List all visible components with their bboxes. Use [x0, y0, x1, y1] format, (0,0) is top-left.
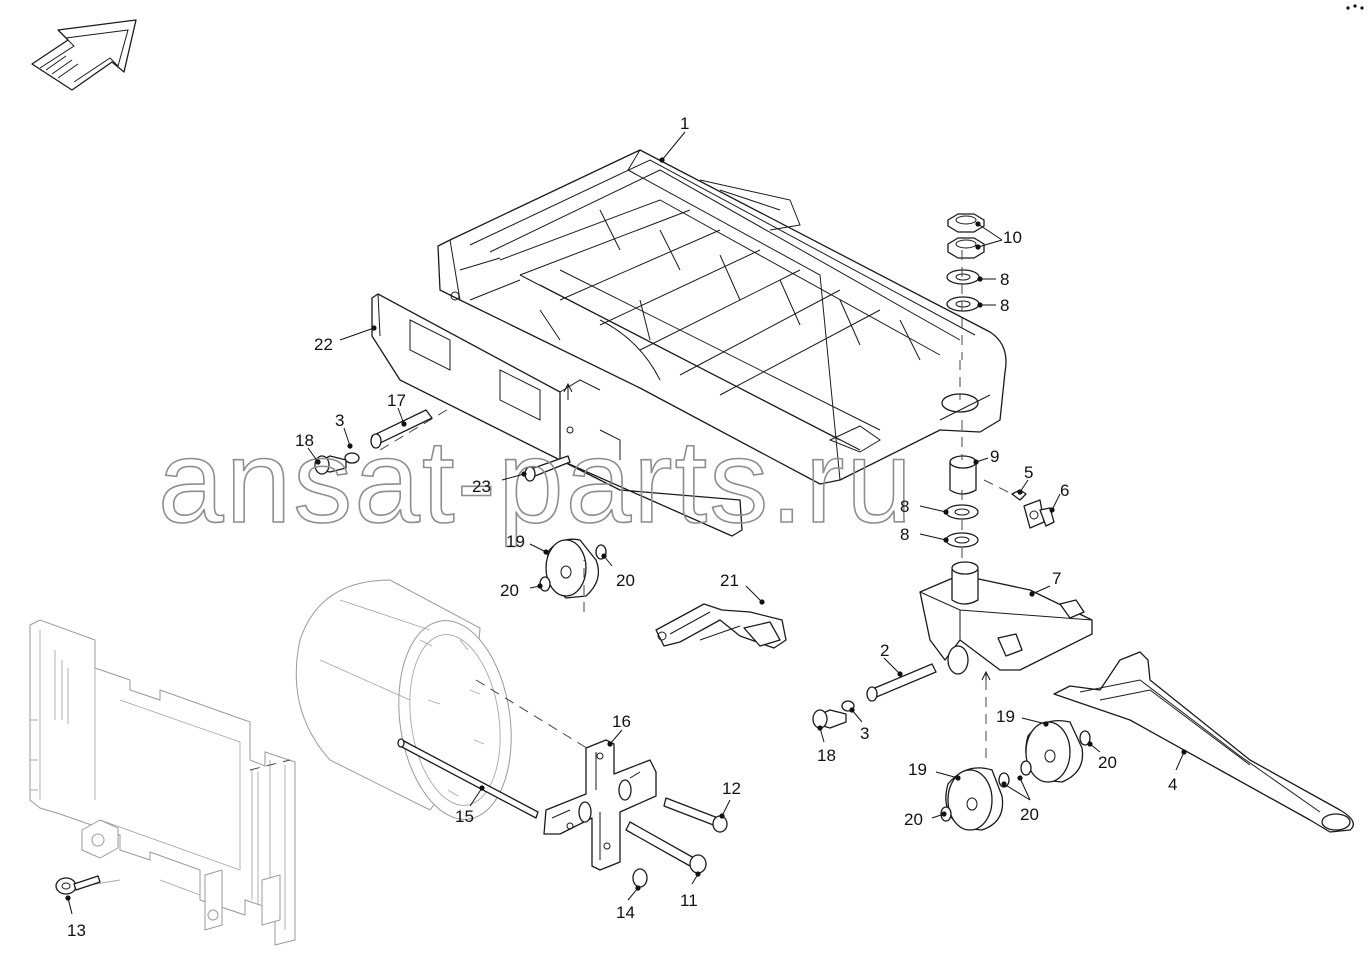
callout-19: 19: [908, 760, 927, 779]
callout-21: 21: [720, 571, 739, 590]
callout-11: 11: [680, 891, 698, 910]
callout-8: 8: [1000, 296, 1009, 315]
callout-17: 17: [387, 391, 406, 410]
callout-6: 6: [1060, 481, 1069, 500]
part-21-clamp: [655, 603, 787, 649]
callout-20: 20: [904, 810, 923, 829]
part-15-rod: [397, 738, 539, 819]
callout-18: 18: [295, 431, 314, 450]
callout-labels: 1 10 8 8 22 17 3 18 9 5 6 23 8 8 19 20 2…: [67, 114, 1177, 940]
callout-8: 8: [900, 497, 909, 516]
roller-19-center: [539, 538, 607, 599]
callout-8: 8: [900, 525, 909, 544]
eye-bolt-13: [55, 875, 101, 895]
pin-17-bolt-18-left: [314, 409, 433, 475]
rear-frame-ghost: [29, 619, 296, 946]
bolt-12: [663, 797, 728, 833]
part-1-main-frame: [379, 149, 1007, 485]
callout-7: 7: [1052, 569, 1061, 588]
pin-2-bolt-18-right: [812, 663, 937, 729]
washer-14: [632, 868, 648, 888]
callout-15: 15: [455, 807, 474, 826]
callout-20: 20: [1020, 805, 1039, 824]
drum-ghost: [295, 579, 512, 820]
callout-5: 5: [1024, 463, 1033, 482]
callout-3: 3: [860, 724, 869, 743]
roller-19-right-lower: [940, 767, 1010, 831]
callout-22: 22: [314, 335, 333, 354]
direction-arrow-icon: [31, 19, 137, 91]
watermark-text: ansat-parts.ru: [158, 416, 914, 548]
callout-20: 20: [616, 571, 635, 590]
part-16-mounting-plate: [543, 739, 657, 871]
callout-14: 14: [616, 903, 635, 922]
corner-mark-icon: [1346, 4, 1364, 10]
part-4-a-arm: [1053, 651, 1354, 833]
callout-10: 10: [1003, 228, 1022, 247]
callout-2: 2: [880, 641, 889, 660]
callout-23: 23: [472, 477, 491, 496]
callout-18: 18: [817, 746, 836, 765]
callout-20: 20: [500, 581, 519, 600]
callout-4: 4: [1168, 775, 1177, 794]
callout-3: 3: [335, 411, 344, 430]
leader-lines: [65, 131, 1187, 915]
callout-12: 12: [722, 779, 741, 798]
callout-8: 8: [1000, 270, 1009, 289]
assembly-lines: [249, 250, 1013, 771]
bolt-11: [625, 821, 707, 874]
callout-13: 13: [67, 921, 86, 940]
callout-20: 20: [1098, 753, 1117, 772]
callout-19: 19: [996, 707, 1015, 726]
callout-9: 9: [990, 447, 999, 466]
part-7-pivot-bracket: [919, 561, 1093, 675]
part-5-6-bracket: [1011, 489, 1055, 529]
bushing-9-washers-8: [945, 455, 979, 548]
part-22-side-plate: [371, 293, 743, 537]
roller-19-right-upper: [1020, 719, 1091, 783]
hardware-stack-10-8: [946, 213, 985, 312]
callout-1: 1: [680, 114, 689, 133]
callout-16: 16: [612, 712, 631, 731]
callout-19: 19: [506, 532, 525, 551]
